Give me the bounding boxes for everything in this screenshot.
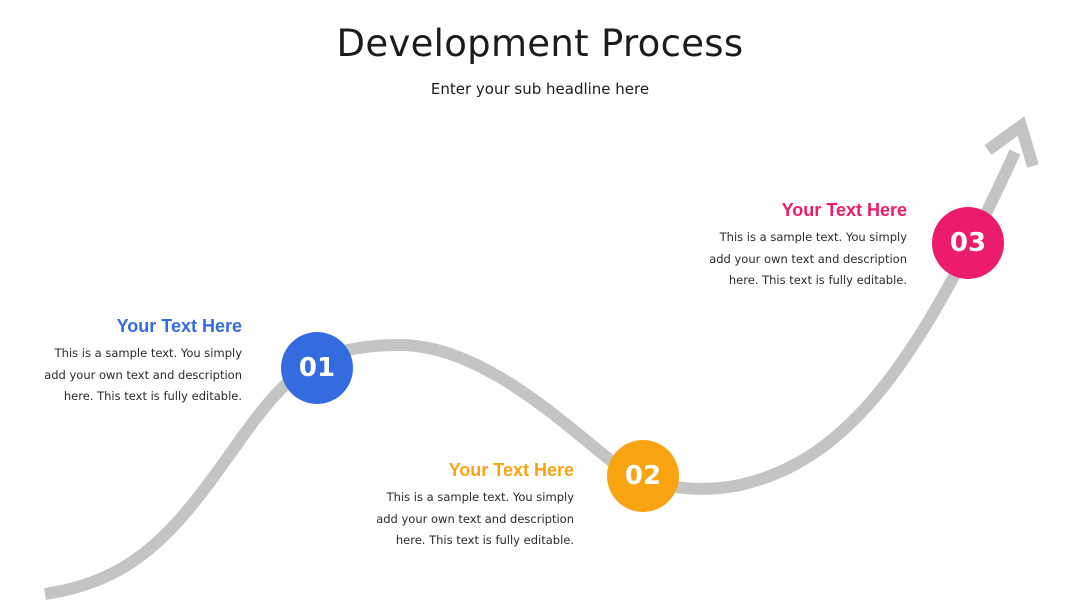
step-2-heading: Your Text Here xyxy=(448,460,574,480)
step-1-badge: 01 xyxy=(281,332,353,404)
page-title: Development Process xyxy=(336,22,744,65)
step-3-desc-line: add your own text and description xyxy=(709,251,907,266)
step-1-text: Your Text Here This is a sample text. Yo… xyxy=(0,316,242,408)
step-1-desc-line: here. This text is fully editable. xyxy=(63,389,242,403)
step-3-text: Your Text Here This is a sample text. Yo… xyxy=(647,200,907,292)
step-3-desc-line: This is a sample text. You simply xyxy=(719,230,907,244)
step-1-heading: Your Text Here xyxy=(116,316,242,336)
step-2-desc-line: here. This text is fully editable. xyxy=(395,533,574,547)
step-1-desc-line: add your own text and description xyxy=(44,367,242,382)
step-2-badge: 02 xyxy=(607,440,679,512)
step-2-desc-line: This is a sample text. You simply xyxy=(386,490,574,504)
growth-path-arrowhead xyxy=(984,116,1039,168)
step-2-desc-line: add your own text and description xyxy=(376,511,574,526)
step-1-description: This is a sample text. You simply add yo… xyxy=(0,343,242,408)
step-3-badge: 03 xyxy=(932,207,1004,279)
step-2-text: Your Text Here This is a sample text. Yo… xyxy=(314,460,574,552)
step-2-number: 02 xyxy=(624,461,662,491)
step-1-number: 01 xyxy=(298,353,336,383)
step-3-description: This is a sample text. You simply add yo… xyxy=(647,227,907,292)
growth-path-curve xyxy=(44,149,1021,600)
page-subtitle: Enter your sub headline here xyxy=(430,80,650,98)
step-2-description: This is a sample text. You simply add yo… xyxy=(314,487,574,552)
step-1-desc-line: This is a sample text. You simply xyxy=(54,346,242,360)
step-3-number: 03 xyxy=(949,228,987,258)
step-3-heading: Your Text Here xyxy=(781,200,907,220)
step-3-desc-line: here. This text is fully editable. xyxy=(728,273,907,287)
